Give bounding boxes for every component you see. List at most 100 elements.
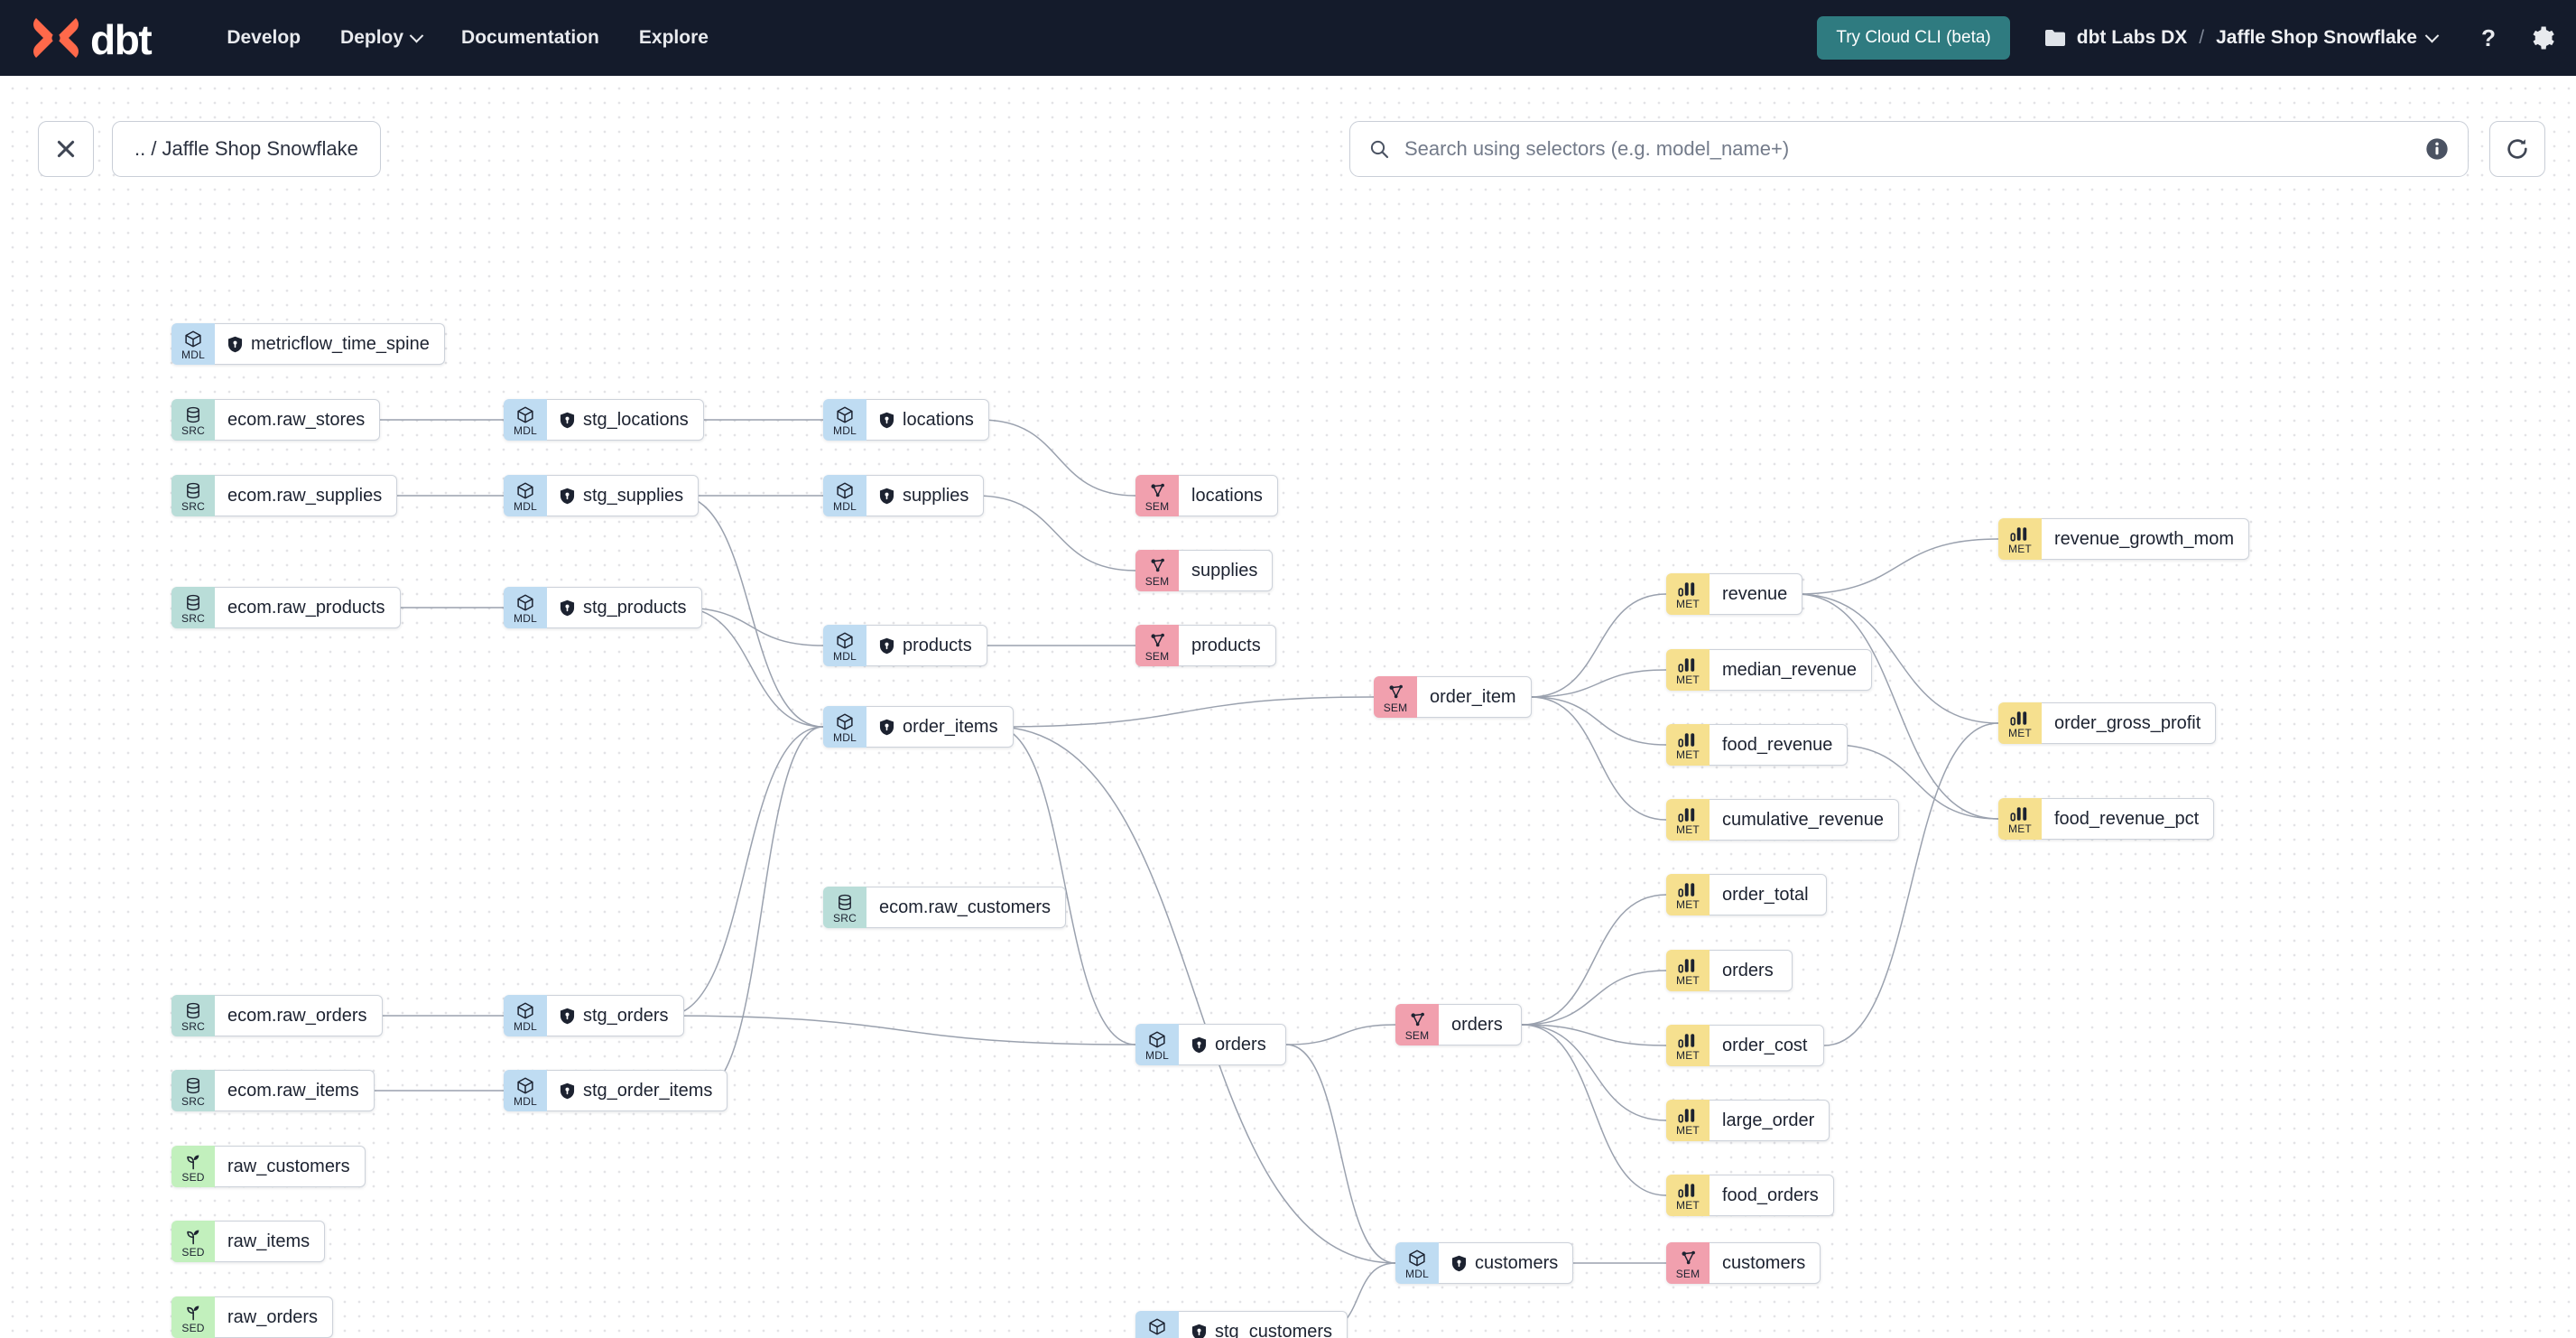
node-label: order_gross_profit [2054,712,2201,733]
node-type-badge-src: SRC [171,995,215,1036]
search-bar[interactable] [1349,121,2469,177]
node-body: supplies [1179,550,1274,591]
shield-icon [560,599,575,616]
node-body: food_revenue [1710,724,1849,766]
breadcrumb-project-selector[interactable]: Jaffle Shop Snowflake [2216,27,2440,49]
database-icon [187,1077,199,1094]
graph-breadcrumb-chip[interactable]: .. / Jaffle Shop Snowflake [112,121,381,177]
node-type-code: MET [2008,543,2032,555]
close-button[interactable] [38,121,94,177]
node-type-code: SRC [833,912,857,925]
question-mark-icon[interactable]: ? [2475,24,2502,51]
breadcrumb: dbt Labs DX / Jaffle Shop Snowflake [2044,27,2440,49]
node-body: customers [1439,1242,1574,1284]
node-label: stg_customers [1215,1321,1333,1338]
nav-develop[interactable]: Develop [207,18,320,58]
lineage-edge [677,495,824,728]
search-input[interactable] [1403,136,2412,162]
node-type-badge-mdl: MDL [504,475,547,516]
graph-node-stg_locations[interactable]: MDL stg_locations [504,399,704,441]
node-type-code: MET [2008,822,2032,835]
nav-explore[interactable]: Explore [619,18,728,58]
node-type-code: MDL [514,424,537,437]
node-body: stg_products [547,587,702,628]
lineage-graph-canvas[interactable]: .. / Jaffle Shop Snowflake MDLmetricflow… [0,76,2576,1338]
nav-deploy[interactable]: Deploy [320,18,441,58]
node-label: supplies [1191,560,1258,581]
node-body: stg_supplies [547,475,700,516]
lineage-edge [679,607,824,728]
bar-chart-icon [1678,582,1695,597]
close-icon [57,140,75,158]
node-body: ecom.raw_stores [215,399,381,441]
lineage-edge [1823,722,1999,1046]
lineage-edge [1285,1024,1396,1045]
node-body: customers [1710,1242,1821,1284]
database-icon [187,406,199,423]
node-body: locations [1179,475,1278,516]
node-label: large_order [1722,1110,1815,1130]
node-type-badge-mdl: MDL [504,399,547,441]
graph-node-sem_supplies[interactable]: SEM supplies [1135,550,1274,591]
breadcrumb-account[interactable]: dbt Labs DX [2076,27,2188,48]
node-type-code: SEM [1144,575,1170,588]
lineage-edge [665,726,824,1017]
node-label: ecom.raw_stores [227,409,366,430]
try-cloud-cli-button[interactable]: Try Cloud CLI (beta) [1817,16,2010,60]
gear-icon[interactable] [2529,24,2556,51]
node-type-code: MDL [833,650,857,663]
info-icon[interactable] [2424,136,2450,162]
node-body: stg_order_items [547,1070,728,1111]
refresh-button[interactable] [2489,121,2545,177]
nav-documentation[interactable]: Documentation [441,18,619,58]
dbt-logo[interactable]: dbt [31,14,153,61]
chevron-down-icon [2424,28,2440,42]
node-body: cumulative_revenue [1710,799,1899,841]
bar-chart-icon [1678,1034,1695,1048]
lineage-edge [976,495,1136,571]
node-label: stg_locations [583,409,689,430]
lineage-edge [1530,593,1667,698]
node-label: order_total [1722,884,1809,905]
node-body: large_order [1710,1100,1830,1141]
refresh-icon [2507,139,2527,159]
